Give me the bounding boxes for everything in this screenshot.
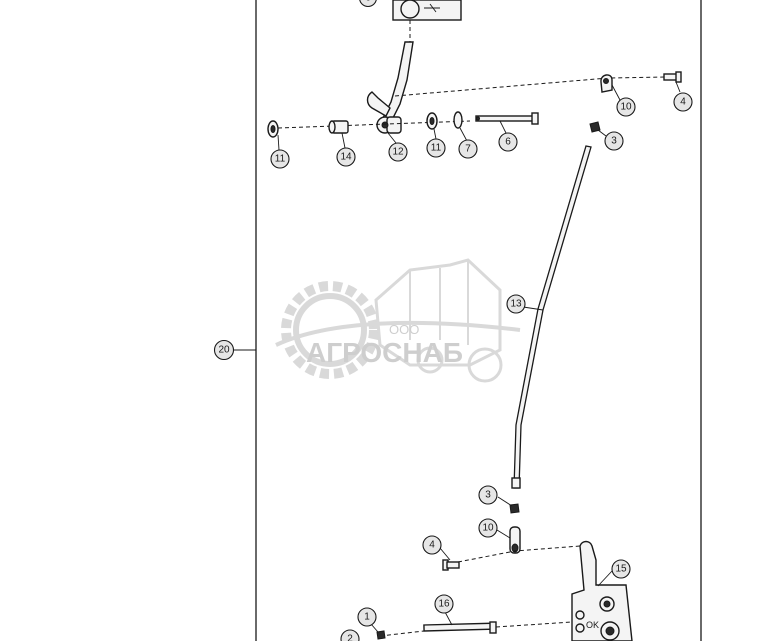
callout-10-upper: 10 bbox=[616, 97, 636, 117]
callout-4-lower: 4 bbox=[422, 535, 442, 555]
bolt-4-upper bbox=[663, 71, 682, 83]
pin-6 bbox=[475, 112, 539, 125]
callout-10-lower: 10 bbox=[478, 518, 498, 538]
linkage-rod-13 bbox=[511, 145, 592, 489]
callout-16: 16 bbox=[434, 594, 454, 614]
callout-20: 20 bbox=[213, 339, 235, 361]
svg-text:12: 12 bbox=[392, 147, 404, 158]
gear-icon bbox=[281, 281, 379, 379]
callout-13: 13 bbox=[506, 294, 526, 314]
svg-text:1: 1 bbox=[364, 612, 370, 623]
washer-11-middle bbox=[426, 112, 438, 130]
assembly-frame bbox=[255, 0, 702, 641]
callout-7: 7 bbox=[458, 139, 478, 159]
watermark-brand: АГРОСНАБ bbox=[306, 337, 463, 368]
shift-lever bbox=[366, 20, 414, 134]
svg-text:16: 16 bbox=[438, 599, 450, 610]
svg-text:20: 20 bbox=[218, 345, 230, 356]
washer-11-left bbox=[267, 120, 279, 138]
bushing-14 bbox=[328, 120, 349, 134]
svg-text:14: 14 bbox=[340, 152, 352, 163]
upper-axis-line bbox=[394, 76, 665, 97]
svg-text:10: 10 bbox=[620, 102, 632, 113]
svg-text:15: 15 bbox=[615, 564, 627, 575]
rod-end-10-lower bbox=[509, 526, 521, 554]
svg-text:3: 3 bbox=[611, 136, 617, 147]
control-box bbox=[392, 0, 462, 21]
callout-1: 1 bbox=[357, 607, 377, 627]
callout-15: 15 bbox=[611, 559, 631, 579]
svg-text:13: 13 bbox=[510, 299, 522, 310]
svg-text:3: 3 bbox=[485, 490, 491, 501]
svg-text:11: 11 bbox=[431, 143, 442, 154]
callout-2: 2 bbox=[340, 629, 360, 641]
callout-11-left: 11 bbox=[270, 149, 290, 169]
bolt-4-lower bbox=[442, 559, 460, 571]
rod-end-10-upper bbox=[600, 74, 613, 93]
combine-harvester-icon bbox=[374, 258, 503, 383]
callout-6: 6 bbox=[498, 132, 518, 152]
callout-leaders bbox=[233, 81, 681, 633]
valve-block-15: OK bbox=[571, 540, 633, 641]
callout-4-upper: 4 bbox=[673, 92, 693, 112]
lower-axis-line bbox=[457, 545, 581, 563]
callout-14: 14 bbox=[336, 147, 356, 167]
pivot-axis-line bbox=[277, 120, 471, 129]
svg-text:2: 2 bbox=[347, 634, 353, 641]
callout-6-top: 6 bbox=[359, 0, 377, 8]
callout-12: 12 bbox=[388, 142, 408, 162]
callout-3-lower: 3 bbox=[478, 485, 498, 505]
watermark: ООО АГРОСНАБ bbox=[275, 258, 521, 383]
svg-text:OK: OK bbox=[586, 620, 599, 630]
pin-16 bbox=[379, 621, 573, 637]
watermark-prefix: ООО bbox=[389, 322, 419, 337]
svg-text:7: 7 bbox=[465, 144, 471, 155]
nut-1 bbox=[376, 630, 386, 640]
svg-text:6: 6 bbox=[365, 0, 371, 4]
callout-3-upper: 3 bbox=[604, 131, 624, 151]
washer-7 bbox=[453, 111, 463, 129]
svg-text:4: 4 bbox=[680, 97, 686, 108]
nut-3-upper bbox=[589, 121, 601, 133]
svg-text:4: 4 bbox=[429, 540, 435, 551]
callout-11-middle: 11 bbox=[426, 138, 446, 158]
svg-text:6: 6 bbox=[505, 137, 511, 148]
svg-text:11: 11 bbox=[275, 154, 286, 165]
nut-3-lower bbox=[509, 503, 520, 514]
svg-text:10: 10 bbox=[482, 523, 494, 534]
